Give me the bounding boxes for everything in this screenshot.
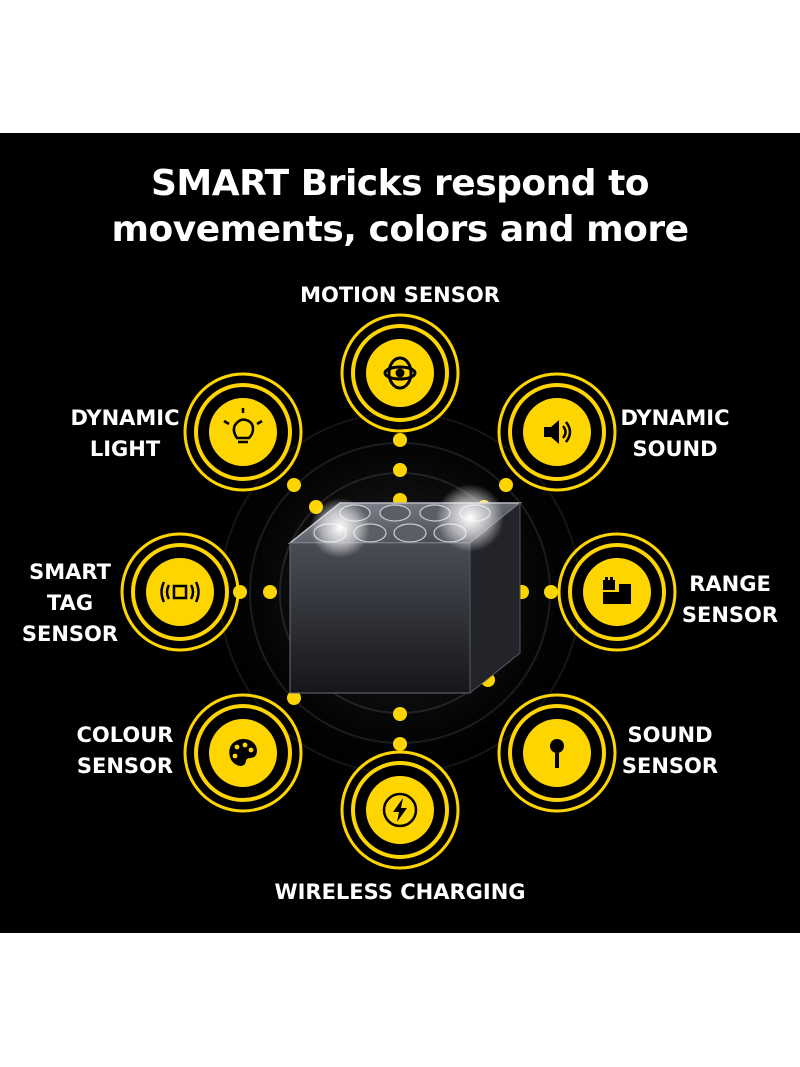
label-dynamic-sound: DYNAMIC SOUND <box>620 406 730 461</box>
smart-brick <box>287 484 523 695</box>
range-bricks-icon <box>603 577 631 604</box>
label-motion-sensor: MOTION SENSOR <box>300 283 500 307</box>
headline-line-1: SMART Bricks respond to <box>150 163 650 204</box>
palette-icon <box>229 739 257 766</box>
motion-icon <box>383 356 417 390</box>
node-sound-sensor <box>497 693 617 813</box>
headline: SMART Bricks respond to movements, color… <box>0 161 800 253</box>
node-smart-tag-sensor <box>120 532 240 652</box>
label-wireless-charging: WIRELESS CHARGING <box>274 880 526 904</box>
node-dynamic-light <box>183 372 303 492</box>
feature-diagram <box>120 313 677 870</box>
tag-reader-icon <box>160 581 200 603</box>
node-wireless-charging <box>340 750 460 870</box>
label-dynamic-light: DYNAMIC LIGHT <box>70 406 180 461</box>
infographic-panel: SMART Bricks respond to movements, color… <box>0 133 800 933</box>
node-dynamic-sound <box>497 372 617 492</box>
microphone-icon <box>550 739 564 768</box>
node-motion-sensor <box>340 313 460 433</box>
speaker-icon <box>544 420 572 444</box>
headline-line-2: movements, colors and more <box>111 209 689 250</box>
label-colour-sensor: COLOUR SENSOR <box>76 723 174 778</box>
lightbulb-icon <box>223 408 263 444</box>
lightning-bolt-icon <box>382 792 418 828</box>
node-colour-sensor <box>183 693 303 813</box>
label-range-sensor: RANGE SENSOR <box>681 572 779 627</box>
label-smart-tag-sensor: SMART TAG SENSOR <box>21 560 119 646</box>
label-sound-sensor: SOUND SENSOR <box>621 723 719 778</box>
node-range-sensor <box>557 532 677 652</box>
